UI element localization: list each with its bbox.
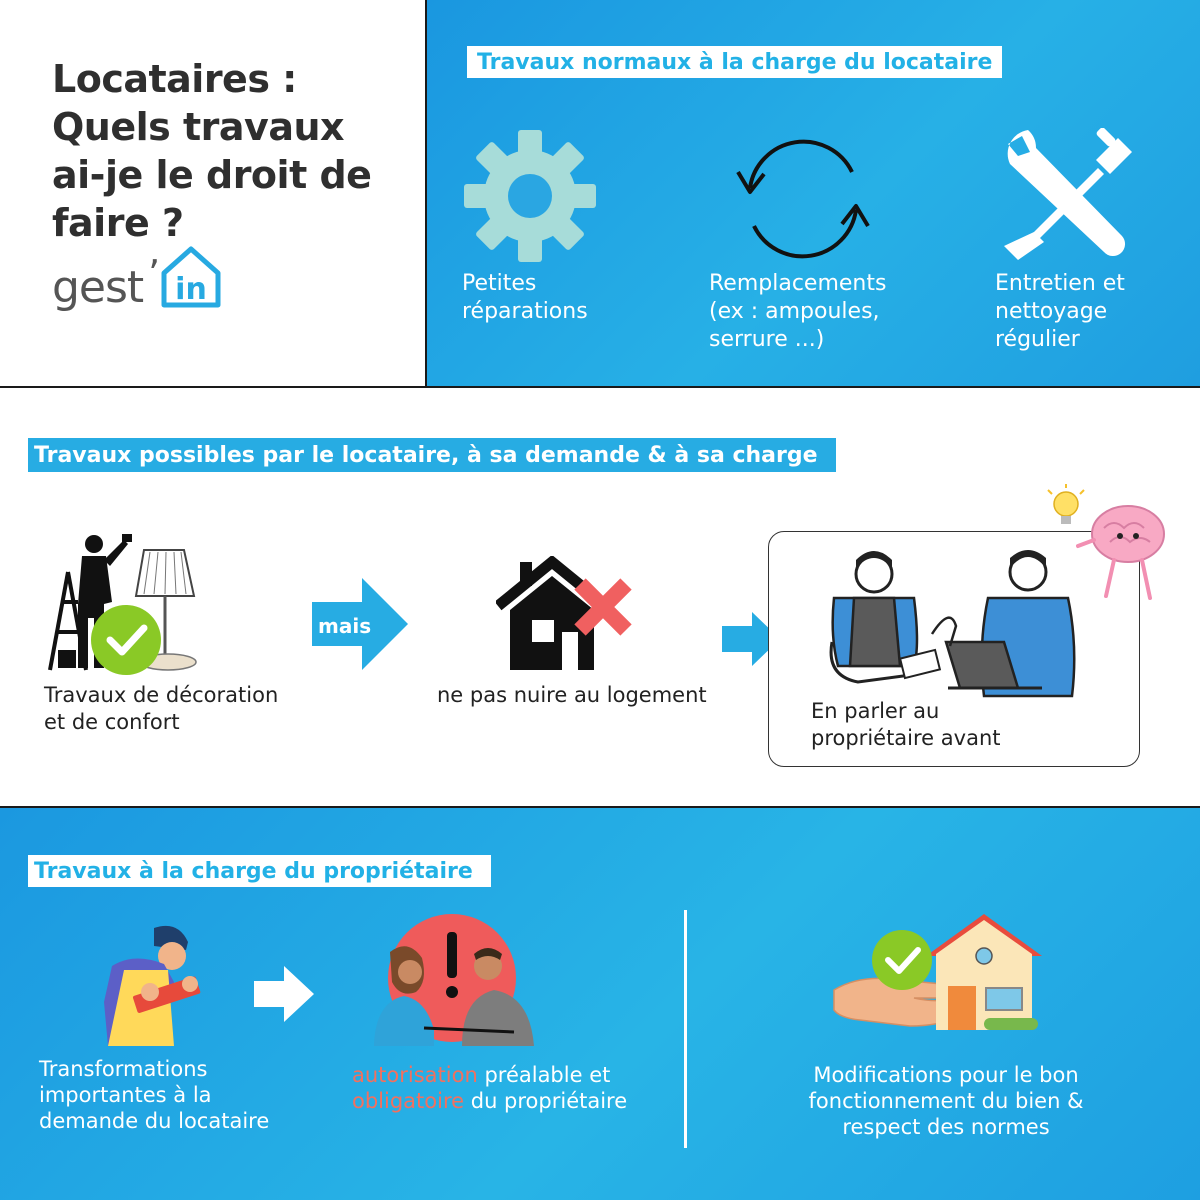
brand-badge-text: in [175, 272, 207, 307]
label-line: Modifications pour le bon [813, 1063, 1079, 1087]
title-line: Locataires : [52, 57, 297, 101]
next-arrow [722, 612, 780, 666]
wrench-screwdriver-icon [1000, 127, 1140, 260]
worker-illustration [94, 922, 214, 1046]
item-label-line: Petites [462, 271, 537, 296]
mandatory-highlight: obligatoire [352, 1089, 465, 1113]
brand-house-icon: in [158, 243, 224, 309]
modifications-label: Modifications pour le bon fonctionnement… [776, 1062, 1116, 1140]
label-text: du propriétaire [464, 1089, 628, 1113]
authorization-highlight: autorisation [352, 1063, 478, 1087]
couple-discussion-illustration [364, 912, 540, 1052]
label-line: Travaux de décoration [44, 683, 279, 707]
item-label-line: (ex : ampoules, [709, 299, 880, 324]
label-line: fonctionnement du bien & [808, 1089, 1084, 1113]
item-label-line: serrure ...) [709, 327, 825, 352]
mais-label: mais [318, 614, 372, 638]
discussion-illustration [828, 546, 1088, 706]
decoration-label: Travaux de décoration et de confort [44, 682, 278, 736]
label-line: importantes à la [39, 1083, 212, 1107]
talk-to-owner-label: En parler au propriétaire avant [811, 698, 1000, 752]
normal-works-heading: Travaux normaux à la charge du locataire [467, 46, 1003, 78]
label-line: Transformations [39, 1057, 208, 1081]
title-line: faire ? [52, 201, 184, 245]
item-label-line: Entretien et [995, 271, 1125, 296]
title-line: ai-je le droit de [52, 153, 372, 197]
label-line: et de confort [44, 710, 180, 734]
section-divider [684, 910, 687, 1148]
decoration-illustration [44, 532, 204, 677]
brand-logo-text: gest [52, 262, 144, 313]
gear-icon [462, 128, 598, 264]
mais-arrow [312, 578, 408, 670]
authorization-label: autorisation préalable et obligatoire du… [352, 1062, 627, 1114]
label-line: demande du locataire [39, 1109, 270, 1133]
tenant-works-heading: Travaux possibles par le locataire, à sa… [28, 438, 836, 472]
owner-works-heading: Travaux à la charge du propriétaire [28, 855, 491, 887]
brand-logo-apostrophe: ’ [148, 252, 161, 296]
label-text: préalable et [477, 1063, 611, 1087]
cycle-arrows-icon [730, 128, 876, 268]
brain-idea-icon [1044, 484, 1168, 604]
no-damage-label: ne pas nuire au logement [437, 683, 707, 707]
item-label-line: Remplacements [709, 271, 887, 296]
title-line: Quels travaux [52, 105, 345, 149]
normal-work-item: Entretien et nettoyage régulier [995, 270, 1125, 354]
item-label-line: nettoyage [995, 299, 1108, 324]
label-line: autorisation préalable et [352, 1062, 627, 1088]
normal-work-item: Petites réparations [462, 270, 588, 326]
normal-work-item: Remplacements (ex : ampoules, serrure ..… [709, 270, 886, 354]
house-cross-icon [494, 554, 636, 672]
next-arrow-white [254, 966, 314, 1022]
label-line: obligatoire du propriétaire [352, 1088, 627, 1114]
label-line: En parler au [811, 699, 940, 723]
intro-panel [0, 0, 425, 388]
label-line: respect des normes [842, 1115, 1050, 1139]
page-title: Locataires : Quels travaux ai-je le droi… [52, 55, 412, 247]
item-label-line: régulier [995, 327, 1080, 352]
hand-house-icon [830, 910, 1044, 1034]
label-line: propriétaire avant [811, 726, 1001, 750]
transformations-label: Transformations importantes à la demande… [39, 1056, 269, 1134]
item-label-line: réparations [462, 299, 588, 324]
